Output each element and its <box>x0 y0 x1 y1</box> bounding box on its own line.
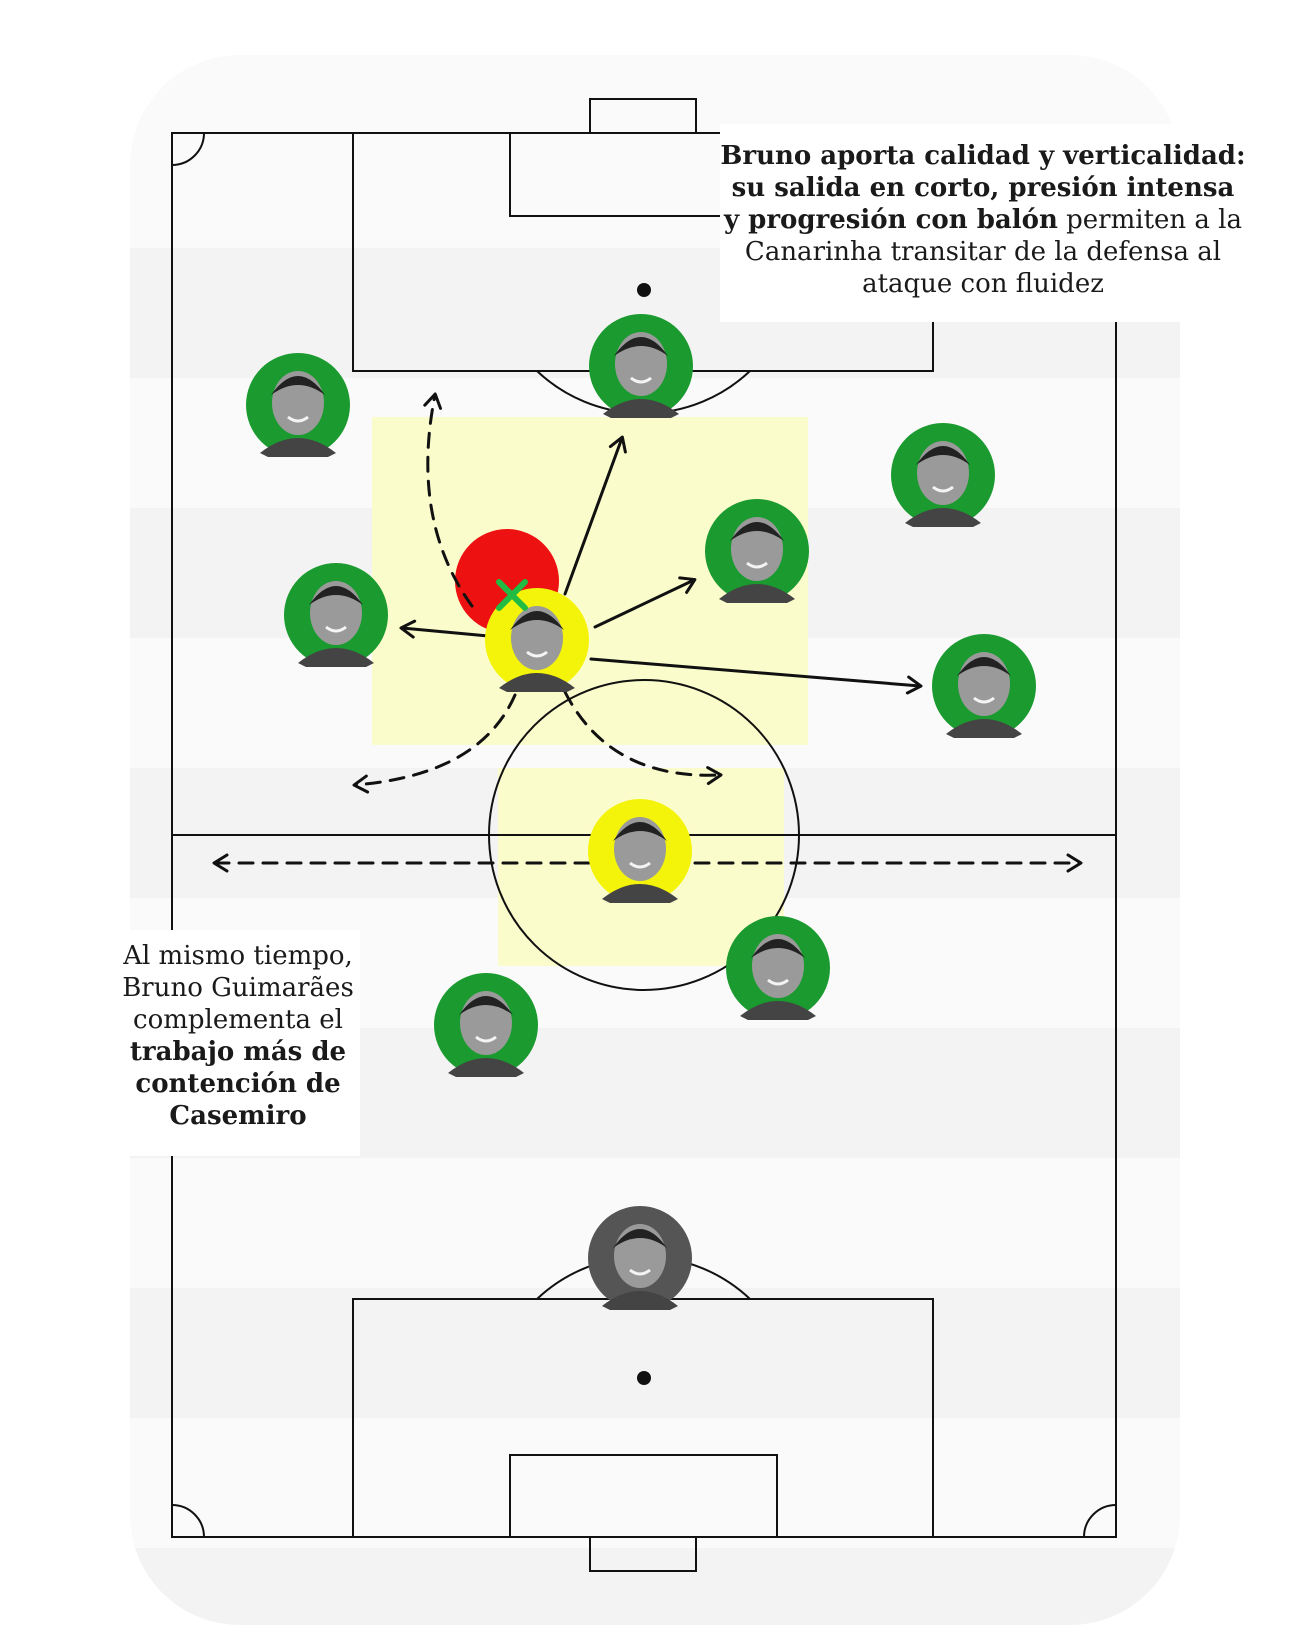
pass-arrow-fullback-right <box>589 657 923 695</box>
player-smile-icon <box>629 861 651 869</box>
callout-casemiro-bold: trabajo más de contención de Casemiro <box>129 1037 347 1131</box>
corner-arc <box>171 132 205 166</box>
player-hair-icon <box>957 657 1011 676</box>
player-hair-icon <box>613 822 667 841</box>
bottom-penalty-spot <box>637 1371 651 1385</box>
callout-casemiro: Al mismo tiempo, Bruno Guimarães complem… <box>116 930 360 1156</box>
player-shoulders-icon <box>298 648 374 667</box>
top-goal <box>589 98 697 134</box>
player-hair-icon <box>309 586 363 605</box>
player-centre-back-right <box>726 916 830 1020</box>
callout-bruno-regular: permiten a la Canarinha transitar de la … <box>744 205 1242 299</box>
player-midfielder-right <box>705 499 809 603</box>
player-centre-back-left <box>434 973 538 1077</box>
player-shoulders-icon <box>905 508 981 527</box>
player-hair-icon <box>271 376 325 395</box>
run-arrow-back-right <box>563 690 723 786</box>
player-smile-icon <box>746 561 768 569</box>
player-shoulders-icon <box>499 673 575 692</box>
player-smile-icon <box>767 978 789 986</box>
player-smile-icon <box>325 625 347 633</box>
player-shoulders-icon <box>260 438 336 457</box>
player-shoulders-icon <box>448 1058 524 1077</box>
player-shoulders-icon <box>740 1001 816 1020</box>
player-hair-icon <box>510 611 564 630</box>
callout-casemiro-regular: Al mismo tiempo, Bruno Guimarães complem… <box>122 941 354 1035</box>
player-smile-icon <box>629 1268 651 1276</box>
players <box>246 314 1036 1310</box>
player-forward-right <box>891 423 995 527</box>
player-bruno-guimaraes <box>485 588 589 692</box>
callout-bruno-bold: Bruno aporta calidad y verticalidad: su … <box>720 141 1246 235</box>
player-shoulders-icon <box>719 584 795 603</box>
player-shoulders-icon <box>602 884 678 903</box>
player-smile-icon <box>932 485 954 493</box>
pass-arrow-striker <box>563 435 627 596</box>
player-shoulders-icon <box>602 1291 678 1310</box>
player-forward-left <box>246 353 350 457</box>
pass-arrow-fullback-left <box>399 619 501 639</box>
player-hair-icon <box>751 939 805 958</box>
player-smile-icon <box>287 415 309 423</box>
corner-arc <box>171 1504 205 1538</box>
pass-arrow-midfielder <box>593 576 697 629</box>
player-hair-icon <box>916 446 970 465</box>
run-arrow-forward <box>423 392 474 608</box>
player-goalkeeper <box>588 1206 692 1310</box>
callout-bruno: Bruno aporta calidad y verticalidad: su … <box>720 124 1246 322</box>
pitch-stripe <box>130 1548 1180 1625</box>
player-fullback-left <box>284 563 388 667</box>
cross-marker <box>496 579 528 611</box>
top-penalty-spot <box>637 283 651 297</box>
player-smile-icon <box>475 1035 497 1043</box>
player-hair-icon <box>459 996 513 1015</box>
player-hair-icon <box>613 1229 667 1248</box>
player-shoulders-icon <box>946 719 1022 738</box>
player-hair-icon <box>614 337 668 356</box>
player-smile-icon <box>526 650 548 658</box>
player-fullback-right <box>932 634 1036 738</box>
centre-circle <box>488 679 800 991</box>
player-smile-icon <box>973 696 995 704</box>
player-hair-icon <box>730 522 784 541</box>
bottom-goal <box>589 1536 697 1572</box>
player-shoulders-icon <box>603 399 679 418</box>
run-arrow-back-left <box>352 693 517 794</box>
player-casemiro <box>588 799 692 903</box>
player-striker <box>589 314 693 418</box>
player-smile-icon <box>630 376 652 384</box>
corner-arc <box>1083 1504 1117 1538</box>
